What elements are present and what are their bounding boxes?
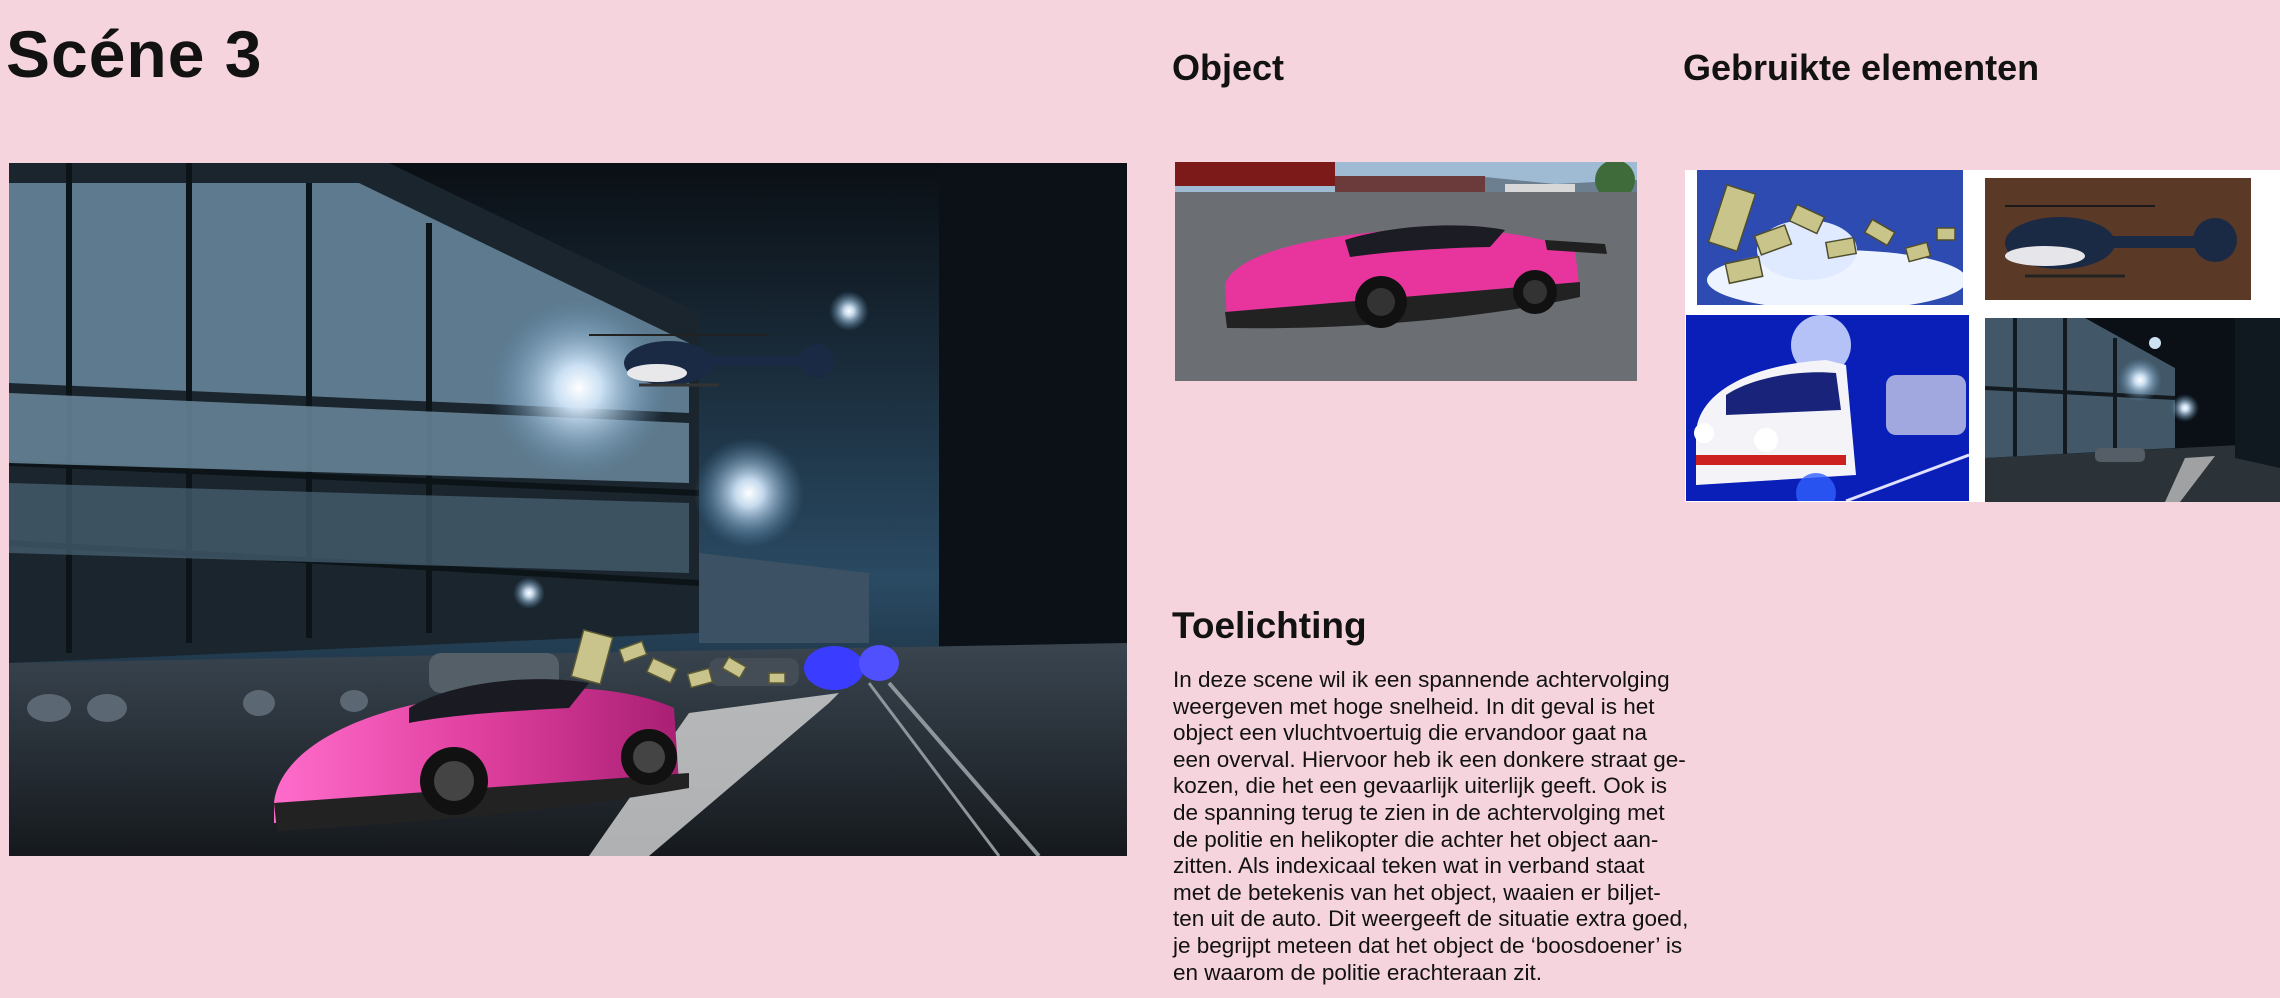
explanation-line: een overval. Hiervoor heb ik een donkere…	[1173, 746, 1686, 772]
element-dark-street-image	[1985, 318, 2280, 502]
explanation-line: en waarom de politie erachteraan zit.	[1173, 959, 1542, 985]
element-police-car-image	[1686, 315, 1969, 501]
explanation-line: de politie en helikopter die achter het …	[1173, 826, 1659, 852]
explanation-line: met de betekenis van het object, waaien …	[1173, 879, 1661, 905]
explanation-line: ten uit de auto. Dit weergeeft de situat…	[1173, 906, 1689, 932]
used-elements-heading: Gebruikte elementen	[1683, 47, 2040, 88]
explanation-line: je begrijpt meteen dat het object de ‘bo…	[1173, 932, 1683, 958]
explanation-line: kozen, die het een gevaarlijk uiterlijk …	[1173, 773, 1668, 799]
explanation-line: de spanning terug te zien in de achtervo…	[1173, 799, 1665, 825]
object-car-image	[1175, 162, 1637, 381]
explanation-heading: Toelichting	[1172, 605, 1367, 646]
explanation-line: weergeven met hoge snelheid. In dit geva…	[1173, 693, 1655, 719]
explanation-text: In deze scene wil ik een spannende achte…	[1173, 667, 1793, 986]
scene-composite-image	[9, 163, 1127, 856]
explanation-line: zitten. Als indexicaal teken wat in verb…	[1173, 853, 1645, 879]
element-helicopter-image	[1985, 178, 2251, 300]
page-title: Scéne 3	[6, 17, 263, 91]
element-money-image	[1697, 170, 1963, 305]
explanation-line: In deze scene wil ik een spannende achte…	[1173, 667, 1670, 692]
object-heading: Object	[1172, 47, 1285, 88]
explanation-line: object een vluchtvoertuig die ervandoor …	[1173, 720, 1648, 746]
